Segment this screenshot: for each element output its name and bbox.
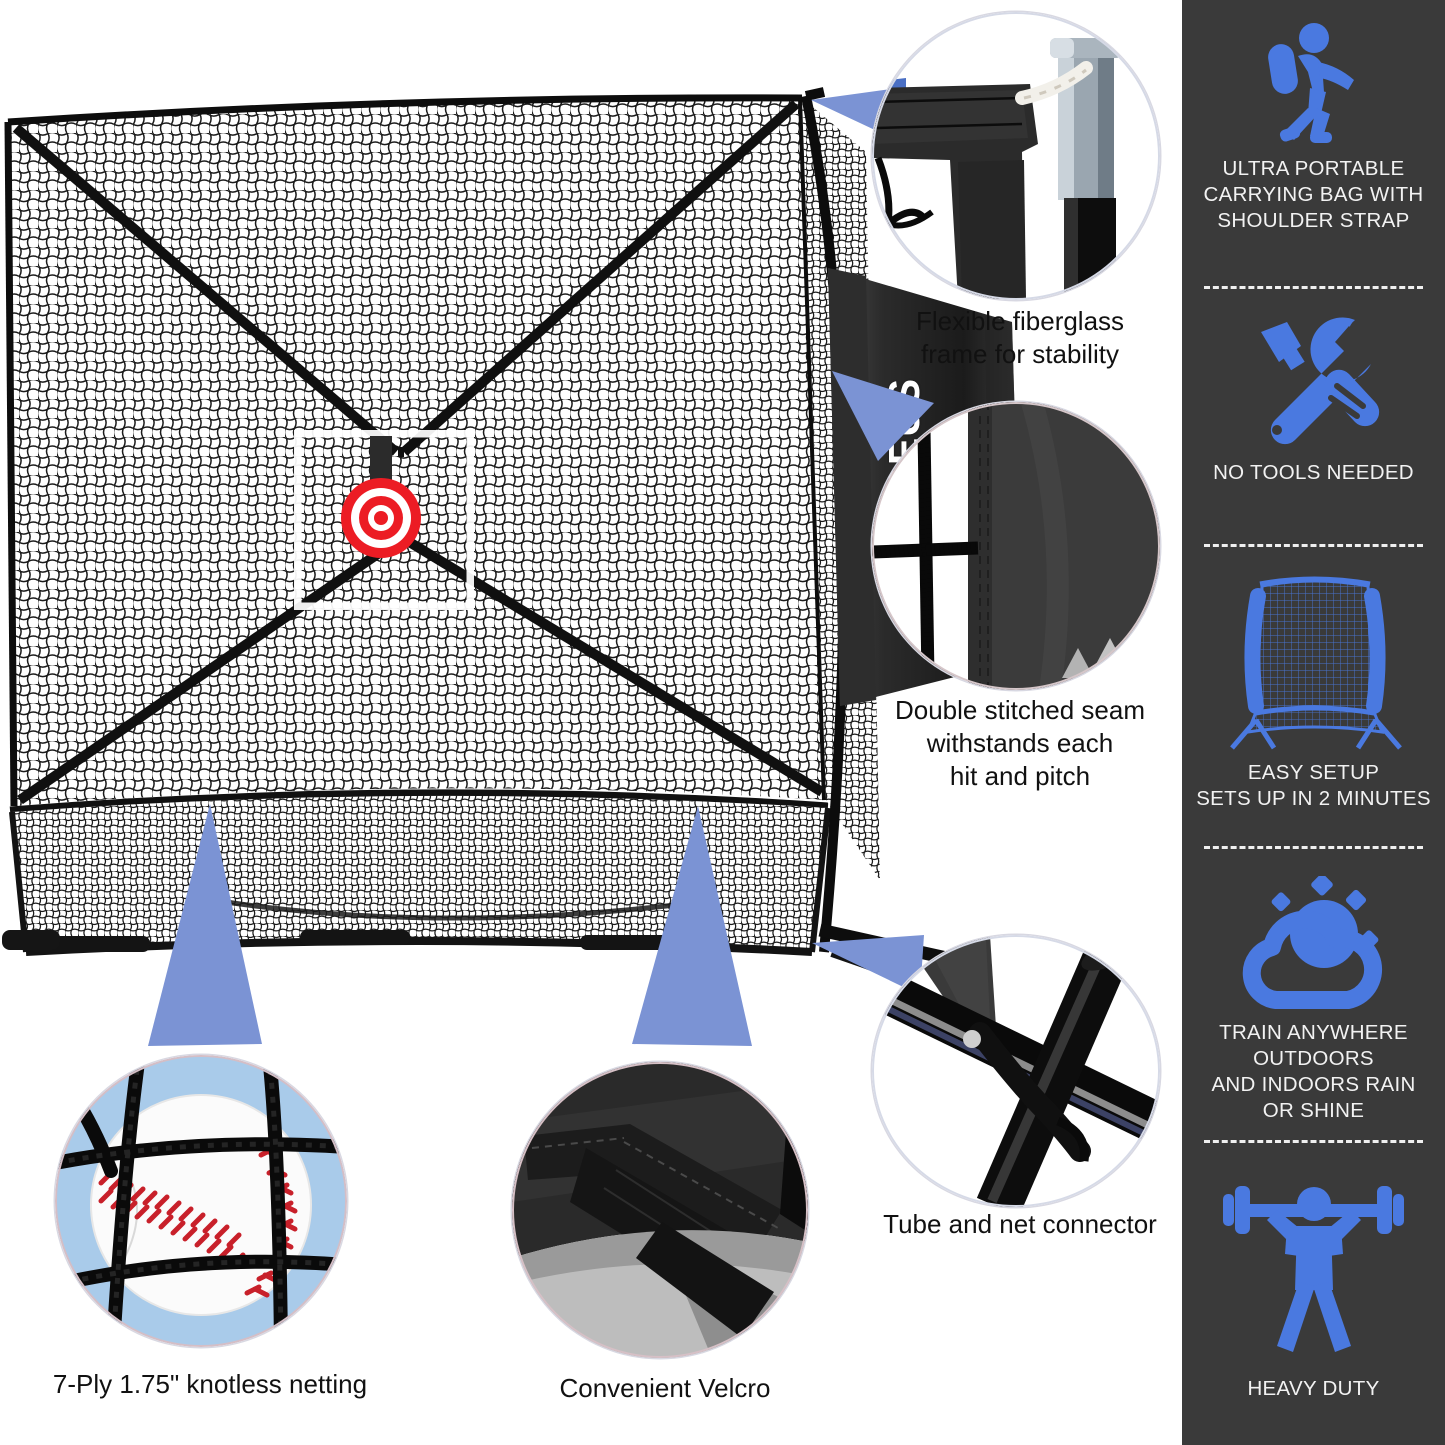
pointer-double-stitch [832,371,934,461]
callout-label-line2: frame for stability [921,339,1119,369]
net-diagonal-straps [12,100,825,805]
pointer-tube-connector [812,935,924,995]
wrench-and-screwdriver-icon [1243,316,1385,452]
label-line: AND INDOORS RAIN [1211,1073,1416,1096]
callout-tube-connector-image [872,935,1160,1207]
callout-label-line1: Flexible fiberglass [915,306,1125,336]
callout-label-line1: Convenient Velcro [559,1373,771,1403]
label-line: OR SHINE [1262,1099,1365,1122]
callout-label-line2: withstands each [926,728,1114,758]
label-line: EASY SETUP [1247,761,1380,784]
label-line: SETS UP IN 2 MINUTES [1196,787,1431,810]
target-patch [294,430,474,610]
label-line: CARRYING BAG WITH [1203,183,1424,206]
callout-label-line1: Tube and net connector [883,1209,1157,1239]
sidebar-feature-heavy-duty: HEAVY DUTY [1182,1182,1445,1402]
sidebar-feature-ultra-portable: ULTRA PORTABLE CARRYING BAG WITH SHOULDE… [1182,22,1445,234]
sidebar-feature-label: EASY SETUP SETS UP IN 2 MINUTES [1196,760,1431,812]
sidebar-divider [1204,544,1423,547]
pointer-velcro [632,806,752,1046]
callout-double-stitch-label: Double stitched seam withstands each hit… [876,694,1164,793]
sidebar-divider [1204,286,1423,289]
sidebar-feature-label: HEAVY DUTY [1247,1376,1379,1402]
sidebar-divider [1204,846,1423,849]
callout-label-line1: Double stitched seam [894,695,1146,725]
callout-velcro-image [512,1062,808,1358]
sidebar-feature-label: TRAIN ANYWHERE OUTDOORS AND INDOORS RAIN… [1211,1020,1415,1124]
feature-sidebar: ULTRA PORTABLE CARRYING BAG WITH SHOULDE… [1182,0,1445,1445]
net-back-panel [4,94,830,807]
hiker-with-backpack-icon [1258,22,1370,148]
callout-tube-connector-label: Tube and net connector [846,1208,1194,1241]
label-line: HEAVY DUTY [1247,1377,1380,1400]
weightlifter-icon [1219,1182,1409,1368]
callout-double-stitch-image [872,402,1160,690]
pointer-netting [148,804,262,1046]
frame-left-foot [2,930,60,950]
sidebar-divider [1204,1140,1423,1143]
label-line: OUTDOORS [1253,1047,1374,1070]
net-lower-band [9,789,829,814]
label-line: ULTRA PORTABLE [1222,157,1405,180]
sun-behind-cloud-icon [1240,876,1388,1012]
callout-label-line1: 7-Ply 1.75" knotless netting [52,1369,368,1399]
practice-net-icon [1214,572,1414,752]
sidebar-feature-no-tools: NO TOOLS NEEDED [1182,316,1445,486]
callout-fiberglass-frame-label: Flexible fiberglass frame for stability [880,305,1160,371]
sidebar-feature-label: ULTRA PORTABLE CARRYING BAG WITH SHOULDE… [1204,156,1424,234]
product-illustration: AOLIGEUS [2,86,1022,1046]
callout-knotless-netting-label: 7-Ply 1.75" knotless netting [20,1368,400,1401]
label-line: NO TOOLS NEEDED [1213,461,1414,484]
callout-label-line3: hit and pitch [949,761,1091,791]
label-line: TRAIN ANYWHERE [1219,1021,1408,1044]
callout-knotless-netting-image [55,1055,347,1347]
sidebar-feature-easy-setup: EASY SETUP SETS UP IN 2 MINUTES [1182,572,1445,812]
callout-fiberglass-frame-image [872,12,1160,300]
sidebar-feature-label: NO TOOLS NEEDED [1213,460,1414,486]
callout-velcro-label: Convenient Velcro [500,1372,830,1405]
label-line: SHOULDER STRAP [1217,209,1410,232]
sidebar-feature-train-anywhere: TRAIN ANYWHERE OUTDOORS AND INDOORS RAIN… [1182,876,1445,1124]
